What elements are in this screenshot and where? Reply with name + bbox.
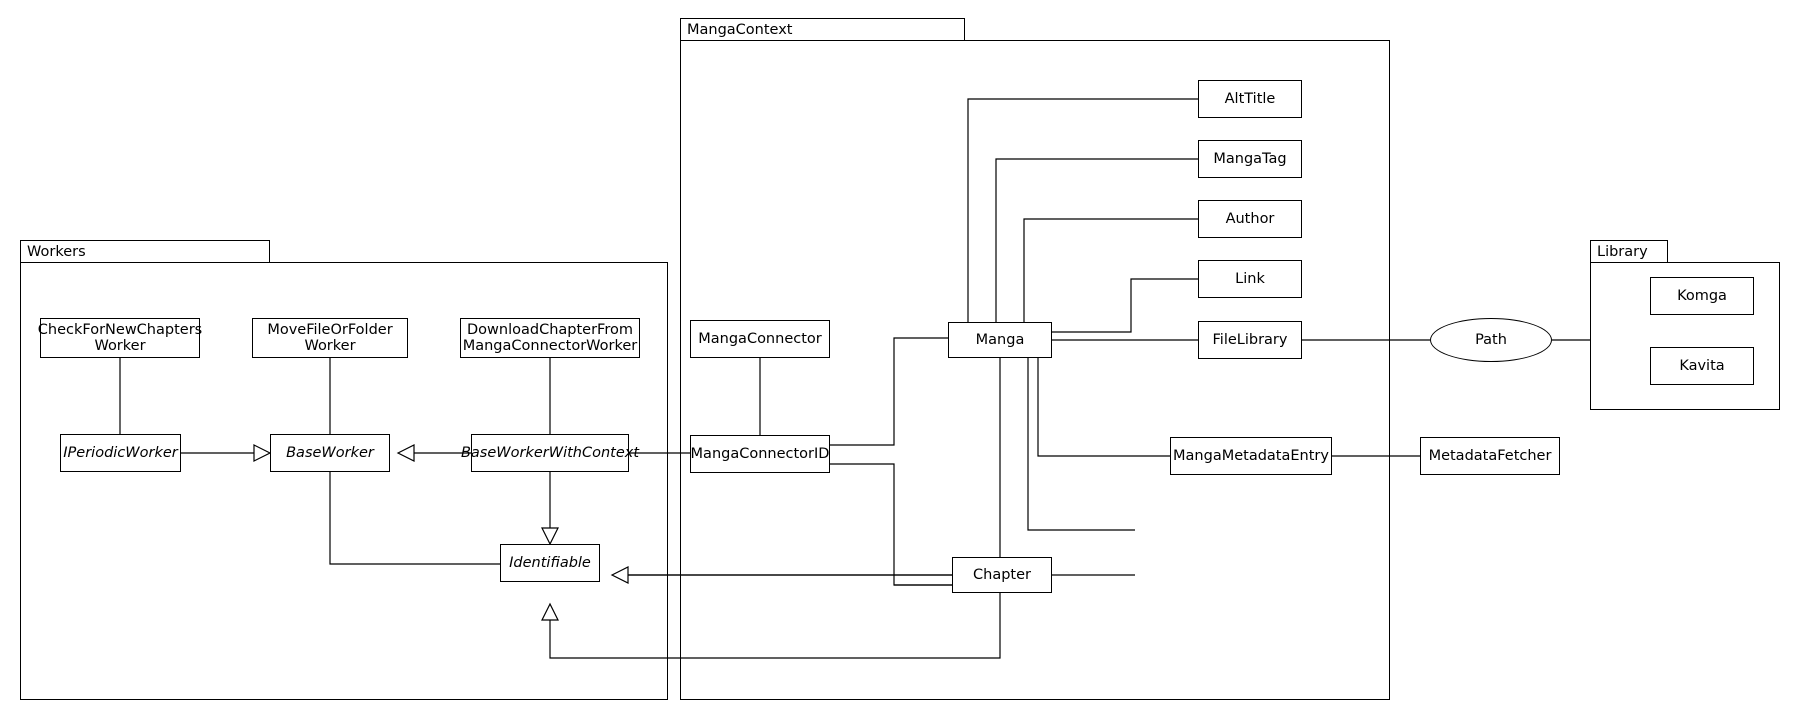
node-link[interactable]: Link	[1198, 260, 1302, 298]
package-workers-body	[20, 262, 668, 700]
node-manga-tag[interactable]: MangaTag	[1198, 140, 1302, 178]
node-path[interactable]: Path	[1430, 318, 1552, 362]
package-mangacontext: MangaContext	[680, 18, 1390, 700]
node-kavita[interactable]: Kavita	[1650, 347, 1754, 385]
node-base-worker-with-context[interactable]: BaseWorkerWithContext	[461, 434, 639, 472]
node-metadata-fetcher[interactable]: MetadataFetcher	[1420, 437, 1560, 475]
package-workers: Workers	[20, 240, 668, 700]
package-library: Library	[1590, 240, 1780, 410]
node-manga-connector-id[interactable]: MangaConnectorID	[690, 435, 830, 473]
node-komga[interactable]: Komga	[1650, 277, 1754, 315]
package-library-tab: Library	[1590, 240, 1668, 262]
package-library-body	[1590, 262, 1780, 410]
node-iperiodic-worker[interactable]: IPeriodicWorker	[60, 434, 181, 472]
package-workers-label: Workers	[27, 243, 86, 260]
node-author[interactable]: Author	[1198, 200, 1302, 238]
node-manga-metadata-entry[interactable]: MangaMetadataEntry	[1170, 437, 1332, 475]
node-identifiable[interactable]: Identifiable	[500, 544, 600, 582]
node-manga-connector[interactable]: MangaConnector	[690, 320, 830, 358]
node-check-for-new-chapters-worker[interactable]: CheckForNewChapters Worker	[38, 318, 202, 358]
node-manga[interactable]: Manga	[948, 322, 1052, 358]
node-file-library[interactable]: FileLibrary	[1198, 321, 1302, 359]
node-download-chapter-from-manga-connector-worker[interactable]: DownloadChapterFrom MangaConnectorWorker	[460, 318, 640, 358]
node-chapter[interactable]: Chapter	[952, 557, 1052, 593]
package-workers-tab: Workers	[20, 240, 270, 262]
package-mangacontext-body	[680, 40, 1390, 700]
node-alt-title[interactable]: AltTitle	[1198, 80, 1302, 118]
package-library-label: Library	[1597, 243, 1648, 260]
node-base-worker[interactable]: BaseWorker	[270, 434, 390, 472]
package-mangacontext-label: MangaContext	[687, 21, 793, 38]
package-mangacontext-tab: MangaContext	[680, 18, 965, 40]
node-move-file-or-folder-worker[interactable]: MoveFileOrFolder Worker	[252, 318, 408, 358]
